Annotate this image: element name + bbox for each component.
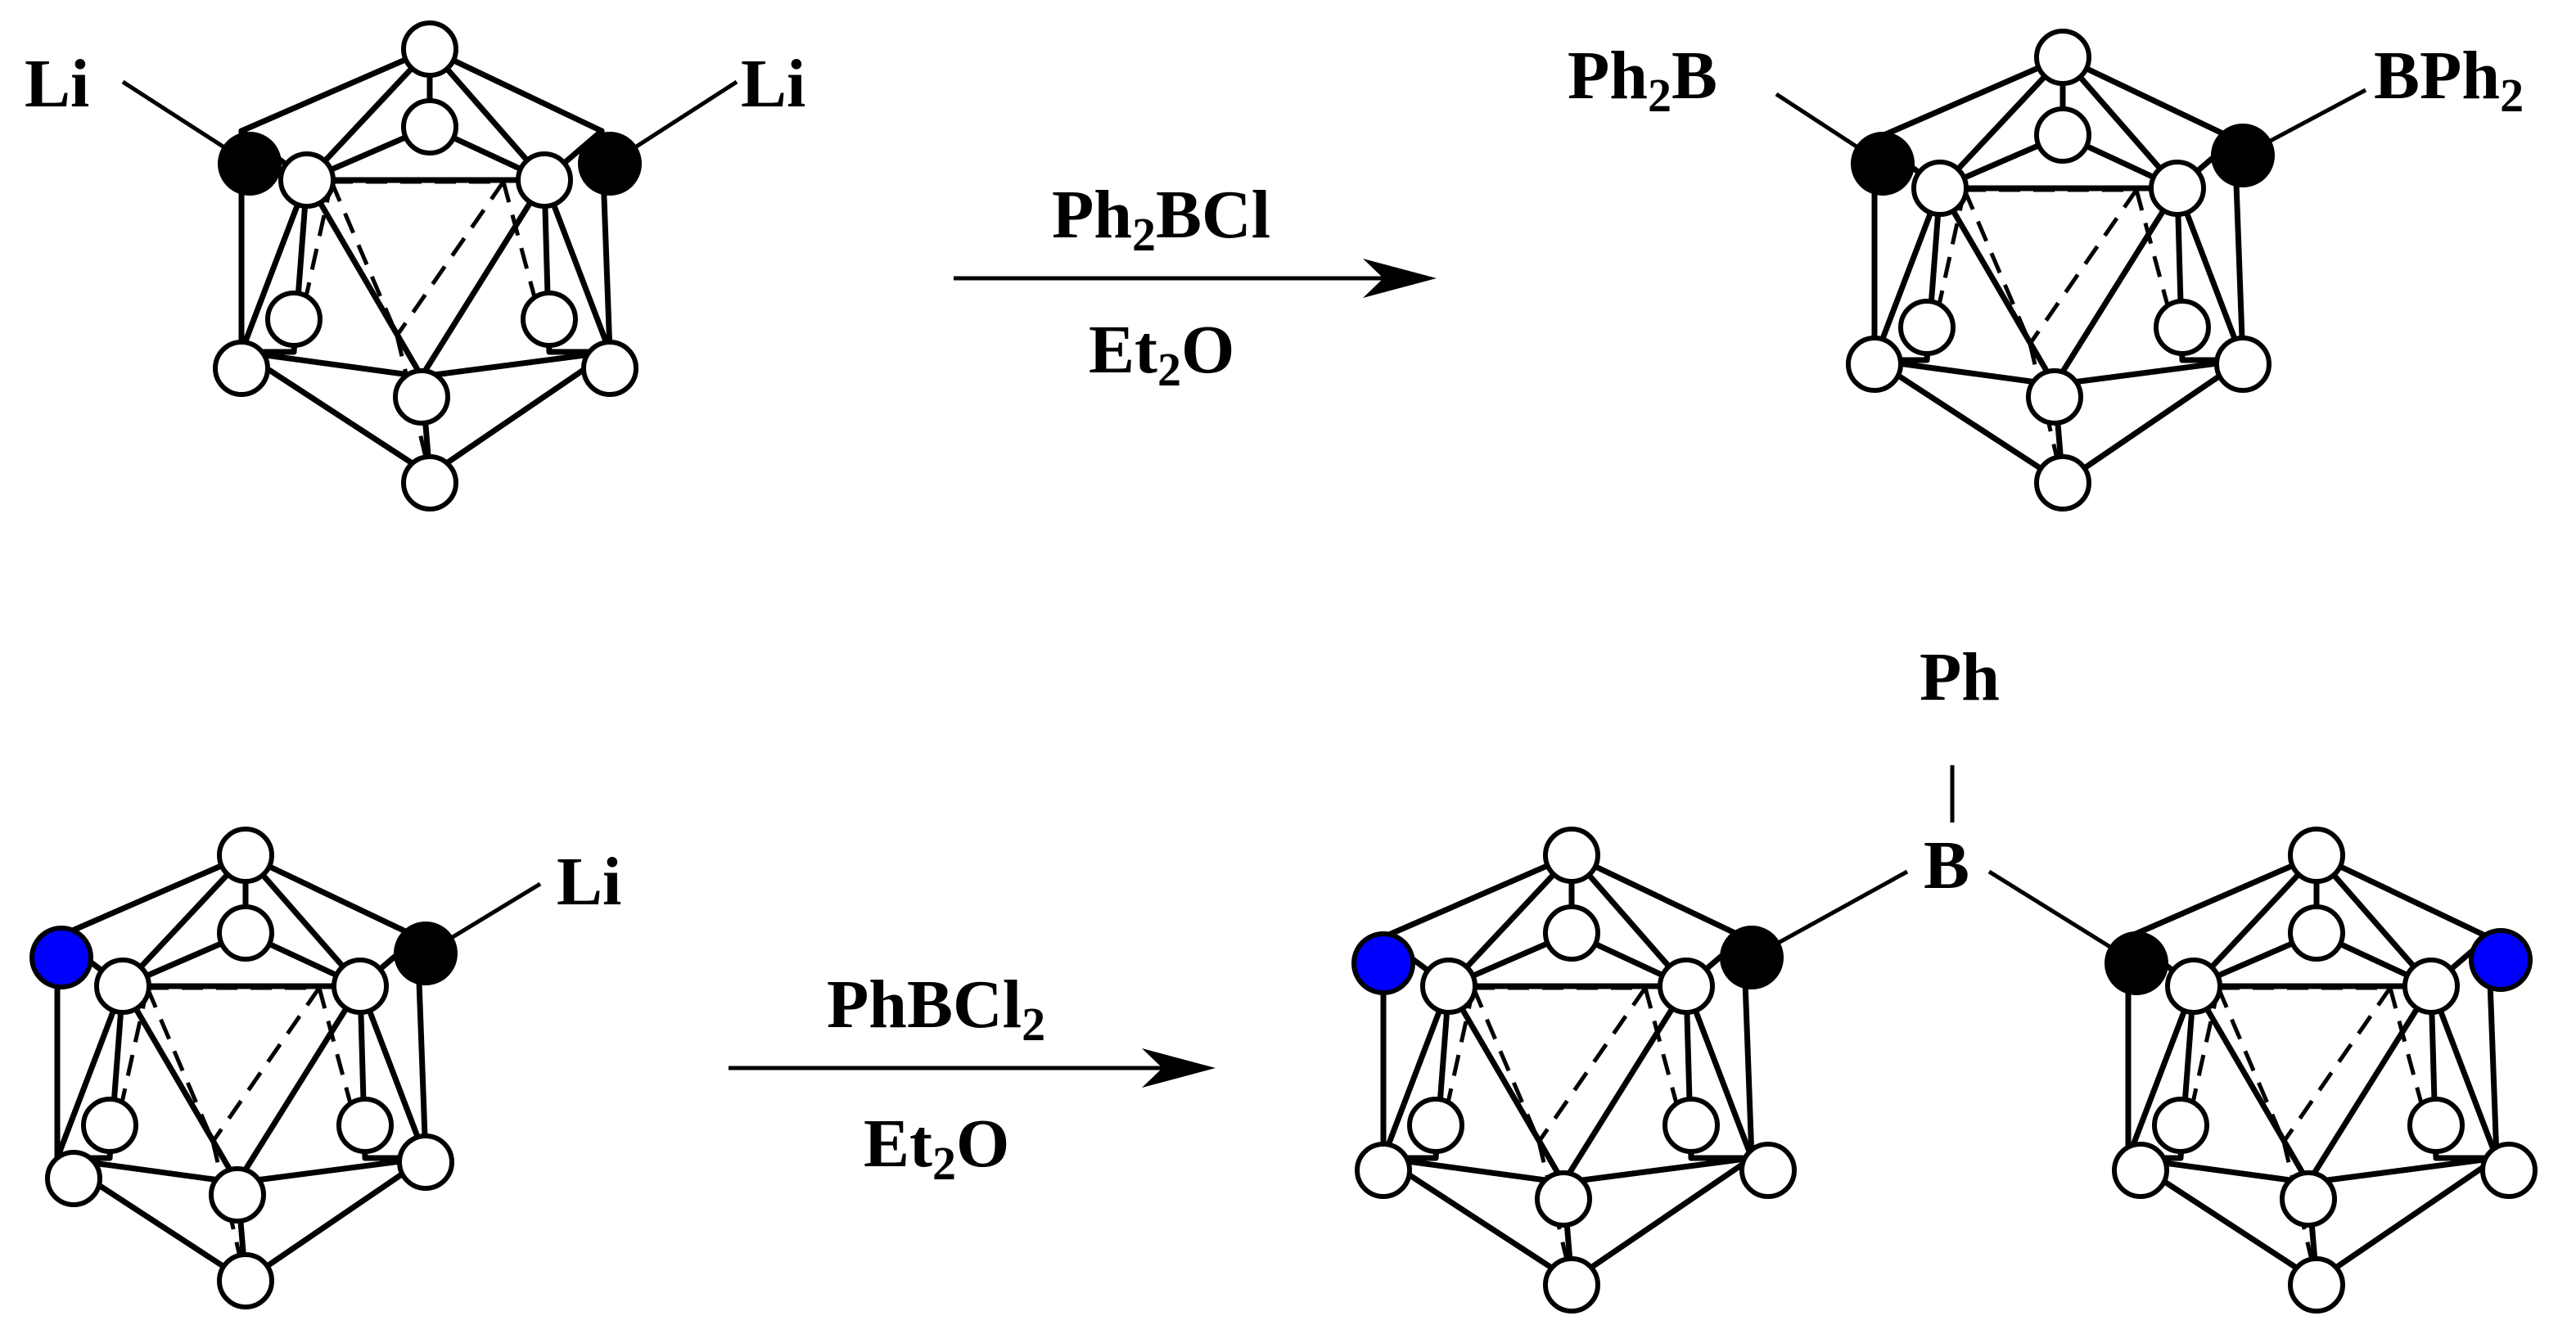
reactant-dilithio-carborane [121, 20, 738, 512]
substituent-li-right: Li [741, 46, 805, 122]
cage-vertices [1351, 827, 1797, 1314]
product-left-cage [1351, 827, 1797, 1314]
product-bis-diphenylboryl-carborane [1775, 29, 2367, 512]
product-right-cage [2105, 827, 2538, 1314]
bridge-bonds [1750, 765, 2138, 966]
substituent-bph2-left: Ph2B [1568, 38, 1717, 122]
solvent-label-2: Et2O [864, 1106, 1009, 1190]
highlight-vertex [2469, 928, 2533, 992]
reaction-arrow-2 [729, 1048, 1216, 1088]
cage-vertices [2105, 827, 2538, 1314]
substituent-bph2-right: BPh2 [2374, 38, 2524, 122]
substituent-li: Li [557, 844, 621, 920]
reagent-label-2: PhBCl2 [827, 967, 1045, 1051]
highlight-vertex [29, 926, 93, 989]
substituent-li-left: Li [25, 46, 89, 122]
reaction-arrow-1 [954, 259, 1437, 298]
solvent-label-1: Et2O [1089, 312, 1234, 396]
bridge-boron: B [1924, 827, 1969, 904]
reactant-lithio-carborane [29, 827, 542, 1309]
highlight-vertex [1351, 931, 1415, 995]
bridge-phenyl: Ph [1920, 639, 2000, 715]
cage-vertices [29, 827, 458, 1309]
reagent-label-1: Ph2BCl [1052, 177, 1270, 261]
